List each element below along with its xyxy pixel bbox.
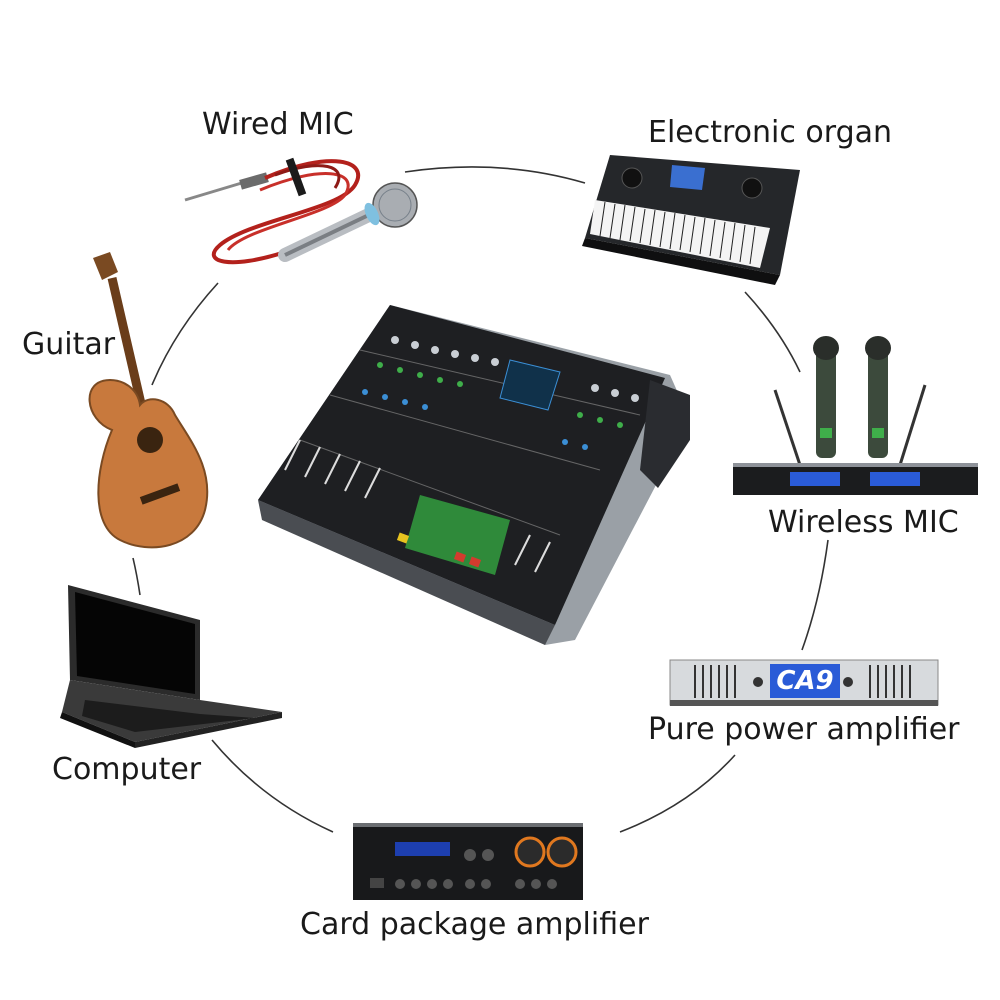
connector-card-computer (211, 739, 334, 833)
mixer-console-icon (258, 305, 690, 645)
amp-badge: CA9 (770, 664, 840, 698)
guitar-icon (88, 252, 209, 549)
connector-mic-organ (404, 166, 586, 184)
label-guitar: Guitar (22, 327, 116, 362)
label-card-package-amplifier: Card package amplifier (300, 907, 649, 942)
label-wireless-mic: Wireless MIC (768, 505, 959, 540)
connector-wireless-amp (801, 539, 829, 651)
label-pure-power-amplifier: Pure power amplifier (648, 712, 960, 747)
karaoke-amplifier-icon (353, 823, 583, 900)
label-wired-mic: Wired MIC (202, 107, 354, 142)
connector-computer-guitar (132, 557, 141, 596)
label-electronic-organ: Electronic organ (648, 115, 893, 150)
label-computer: Computer (52, 752, 202, 787)
connector-amp-card (619, 754, 736, 833)
laptop-icon (60, 585, 282, 748)
wired-mic-icon (184, 157, 418, 265)
connector-guitar-mic (151, 282, 219, 386)
connector-organ-wireless (744, 291, 801, 373)
wireless-mic-icon (733, 336, 978, 495)
keyboard-icon (582, 155, 800, 285)
connector-lines (132, 166, 829, 833)
